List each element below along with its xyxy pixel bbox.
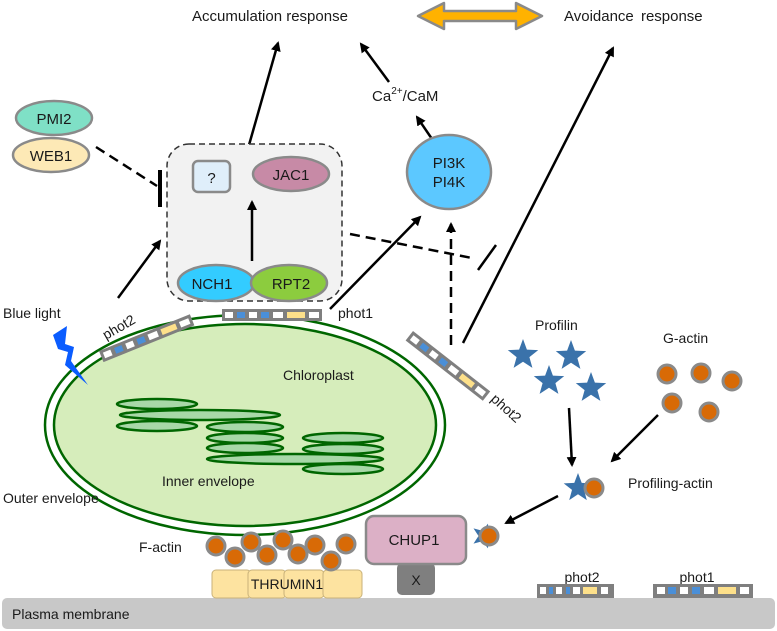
profilin-actin-monomer <box>583 477 605 499</box>
f-actin-monomer <box>320 550 342 572</box>
f-actin-monomer <box>256 544 278 566</box>
arrow-ca-to-accumulation <box>359 42 391 83</box>
arrow-profilin-actin-to-chup1 <box>504 494 559 525</box>
profilin-star-icon <box>507 339 539 368</box>
phot2-right-receptor <box>405 331 491 401</box>
unknown-factor-node: ? <box>191 159 232 194</box>
profilin-star-icon <box>533 365 565 394</box>
profilin-star-icon <box>563 473 593 501</box>
arrow-kinase-to-ca <box>415 115 434 140</box>
chup1-bound-monomer <box>478 525 500 547</box>
nch1-node: NCH1 <box>176 263 256 303</box>
arrow-phot2-to-complex <box>116 239 162 299</box>
outer-envelope-label: Outer envelope <box>3 490 99 506</box>
f-actin-filament <box>205 529 357 572</box>
f-actin-monomer <box>205 535 227 557</box>
phot1-chloroplast-label: phot1 <box>338 305 373 321</box>
f-actin-monomer <box>240 531 262 553</box>
g-actin-label: G-actin <box>663 330 708 346</box>
f-actin-monomer <box>335 533 357 555</box>
thrumin1-label: THRUMIN1 <box>251 576 324 592</box>
ca-base: Ca <box>372 88 392 105</box>
web1-node: WEB1 <box>11 136 91 174</box>
f-actin-label: F-actin <box>139 539 182 555</box>
profilin-label: Profilin <box>535 317 578 333</box>
bidirectional-arrow-icon <box>416 1 544 31</box>
pmi2-label: PMI2 <box>36 111 71 128</box>
arrow-complex-to-accumulation <box>247 41 281 146</box>
rpt2-label: RPT2 <box>272 276 310 293</box>
ca-superscript: 2+ <box>391 86 403 97</box>
arrow-g-actin-to-complex <box>610 414 659 463</box>
phot1-chloroplast-receptor <box>222 309 322 321</box>
f-actin-monomer <box>224 546 246 568</box>
profilin-actin-complex <box>563 473 605 501</box>
chup1-label: CHUP1 <box>389 532 440 549</box>
g-actin-monomer <box>690 362 712 384</box>
f-actin-monomer <box>287 543 309 565</box>
phot2-membrane-label: phot2 <box>564 569 599 585</box>
arrow-phot2-to-avoidance <box>461 46 615 344</box>
thylakoid-grana <box>115 397 385 476</box>
accumulation-response-label: Accumulation response <box>192 8 348 25</box>
profilin-actin-star <box>563 473 593 501</box>
nch1-label: NCH1 <box>192 276 233 293</box>
f-actin-monomer <box>304 534 326 556</box>
arrow-profilin-to-complex <box>566 407 577 467</box>
chloroplast-label: Chloroplast <box>283 367 354 383</box>
pi3k-label: PI3K <box>433 155 466 172</box>
arrow-phot1-to-kinase <box>329 215 422 310</box>
web1-label: WEB1 <box>30 148 73 165</box>
g-actin-monomer <box>661 392 683 414</box>
g-actin-monomer <box>656 363 678 385</box>
jac1-node: JAC1 <box>251 155 331 193</box>
phot2-right-label: phot2 <box>488 390 525 425</box>
profilin-star-icon <box>555 340 587 369</box>
chup1-bound-profilin-actin <box>473 523 500 549</box>
g-actin-monomer <box>698 401 720 423</box>
x-anchor-label: X <box>411 572 421 588</box>
inner-envelope-label: Inner envelope <box>162 473 255 489</box>
pi3k-pi4k-node: PI3K PI4K <box>405 133 493 211</box>
avoidance-response-label: Avoidance response <box>564 8 703 25</box>
thrumin1-node <box>211 569 363 599</box>
inhibition-complex-to-avoidance <box>349 232 498 271</box>
phot2-left-receptor <box>99 314 195 363</box>
rpt2-node: RPT2 <box>249 263 329 303</box>
g-actin-monomers <box>656 362 743 423</box>
pi4k-label: PI4K <box>433 174 466 191</box>
phot2-membrane-receptor <box>537 584 614 598</box>
jac1-label: JAC1 <box>273 167 310 184</box>
phot1-membrane-receptor <box>653 584 753 598</box>
profilin-star-icon <box>575 372 607 401</box>
pmi2-node: PMI2 <box>14 99 94 137</box>
f-actin-monomer <box>272 529 294 551</box>
profilin-stars <box>507 339 607 401</box>
g-actin-monomer <box>721 370 743 392</box>
blue-light-label: Blue light <box>3 305 61 321</box>
ca-suffix: /CaM <box>403 88 439 105</box>
blue-light-icon <box>53 326 88 385</box>
x-anchor-node <box>397 563 435 595</box>
ca-cam-label: Ca2+/CaM <box>372 86 438 105</box>
plasma-membrane-label: Plasma membrane <box>12 606 130 622</box>
plasma-membrane <box>2 598 775 629</box>
inhibition-web1-to-complex <box>95 145 162 207</box>
unknown-factor-label: ? <box>207 170 215 187</box>
chup1-node: CHUP1 <box>364 514 468 566</box>
profilin-actin-label: Profiling-actin <box>628 475 713 491</box>
phot1-membrane-label: phot1 <box>679 569 714 585</box>
